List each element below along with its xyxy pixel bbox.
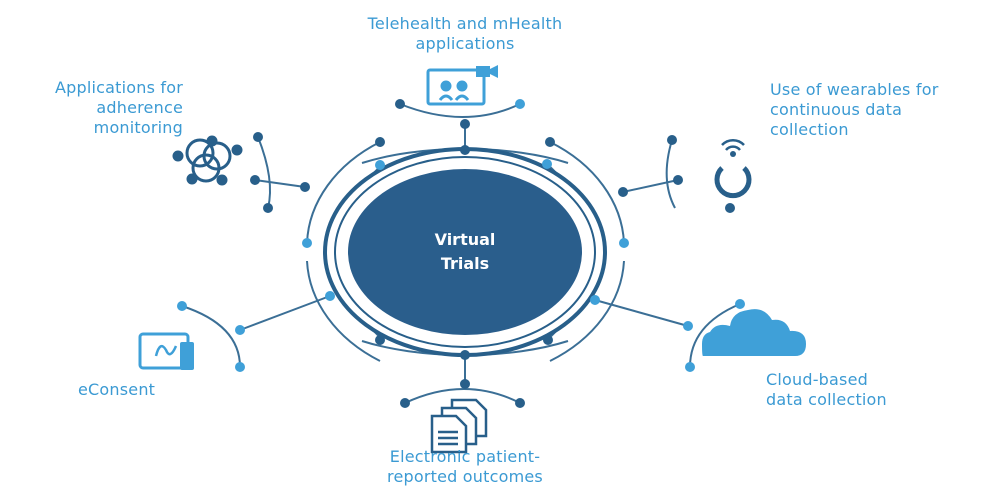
connector-dots — [177, 99, 745, 408]
dot — [375, 160, 385, 170]
label-econsent: eConsent — [78, 380, 156, 399]
dot — [253, 132, 263, 142]
inner-arc-bottom-right — [549, 260, 625, 362]
branch-upper-right-arc — [665, 139, 676, 209]
label-telehealth: Telehealth and mHealth applications — [367, 14, 563, 53]
wearable-sensor-icon — [714, 138, 752, 199]
branch-top-arc — [399, 103, 521, 118]
dot — [725, 203, 735, 213]
label-wearables: Use of wearables for continuous data col… — [770, 80, 939, 139]
center-title-line2: Trials — [441, 254, 489, 273]
dot — [543, 335, 553, 345]
network-nodes-icon — [172, 135, 243, 186]
dot — [619, 238, 629, 248]
documents-icon — [430, 398, 488, 454]
dot — [263, 203, 273, 213]
dot — [685, 362, 695, 372]
dot — [325, 291, 335, 301]
center-hub: Virtual Trials — [323, 147, 607, 357]
branch-lower-right-arc — [689, 303, 741, 368]
branch-upper-right — [622, 179, 679, 193]
dot — [250, 175, 260, 185]
dot — [683, 321, 693, 331]
dot — [545, 137, 555, 147]
branch-lower-left — [239, 295, 331, 331]
dot — [375, 335, 385, 345]
connector-lines — [181, 103, 741, 404]
dot — [667, 135, 677, 145]
inner-arc-left — [306, 141, 381, 244]
label-adherence: Applications for adherence monitoring — [54, 78, 183, 137]
dot — [735, 299, 745, 309]
label-cloud: Cloud-based data collection — [766, 370, 887, 409]
branch-lower-right — [594, 299, 689, 327]
inner-arc-bottom-left — [306, 260, 381, 362]
cloud-icon — [702, 309, 806, 356]
dot — [460, 379, 470, 389]
dot — [460, 145, 470, 155]
dot — [673, 175, 683, 185]
dot — [460, 350, 470, 360]
dot — [395, 99, 405, 109]
dot — [375, 137, 385, 147]
hub-inner-ring — [334, 156, 596, 348]
center-title-line1: Virtual — [435, 230, 496, 249]
label-epro: Electronic patient- reported outcomes — [387, 447, 543, 486]
dot — [590, 295, 600, 305]
branch-bottom-arc — [404, 388, 521, 404]
branch-lower-left-arc — [181, 305, 241, 368]
dot — [300, 182, 310, 192]
dot — [460, 119, 470, 129]
dot — [515, 99, 525, 109]
dot — [235, 362, 245, 372]
dot — [542, 159, 552, 169]
tablet-signature-icon — [138, 332, 194, 370]
branch-upper-left — [254, 179, 306, 188]
dot — [400, 398, 410, 408]
branch-upper-left-arc — [257, 136, 271, 209]
video-conference-icon — [426, 65, 498, 106]
dot — [618, 187, 628, 197]
inner-arc-right — [549, 141, 625, 244]
hub-disc — [348, 169, 582, 335]
dot — [235, 325, 245, 335]
dot — [515, 398, 525, 408]
dot — [302, 238, 312, 248]
dot — [177, 301, 187, 311]
